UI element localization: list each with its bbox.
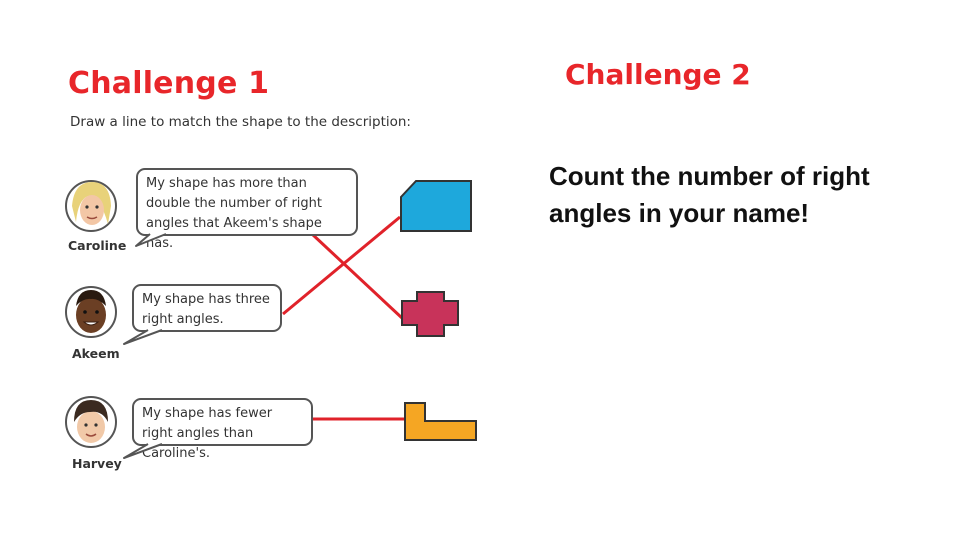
caroline-bubble-tail	[135, 233, 167, 247]
akeem-avatar	[65, 286, 117, 338]
challenge-2-text: Count the number of right angles in your…	[549, 161, 870, 228]
harvey-avatar	[65, 396, 117, 448]
challenge-1-title: Challenge 1	[68, 66, 270, 101]
caroline-speech: My shape has more than double the number…	[146, 176, 322, 251]
akeem-bubble-tail	[123, 329, 163, 345]
akeem-name: Akeem	[72, 346, 120, 361]
speech-bubble-akeem: My shape has three right angles.	[132, 284, 282, 332]
crimson-cross-shape	[401, 291, 459, 337]
challenge-2-title: Challenge 2	[565, 58, 751, 91]
caroline-avatar	[65, 180, 117, 232]
speech-bubble-harvey: My shape has fewer right angles than Car…	[132, 398, 313, 461]
harvey-bubble-tail	[123, 443, 163, 459]
speech-bubble-caroline: My shape has more than double the number…	[136, 168, 358, 251]
challenge-1-instruction: Draw a line to match the shape to the de…	[70, 114, 411, 130]
harvey-speech: My shape has fewer right angles than Car…	[142, 406, 273, 461]
orange-l-shape	[404, 402, 477, 441]
blue-pentagon-shape	[400, 180, 472, 232]
match-line-caroline	[310, 232, 404, 320]
match-line-akeem	[282, 215, 401, 316]
harvey-name: Harvey	[72, 456, 122, 471]
caroline-name: Caroline	[68, 238, 127, 253]
akeem-speech: My shape has three right angles.	[142, 292, 270, 327]
